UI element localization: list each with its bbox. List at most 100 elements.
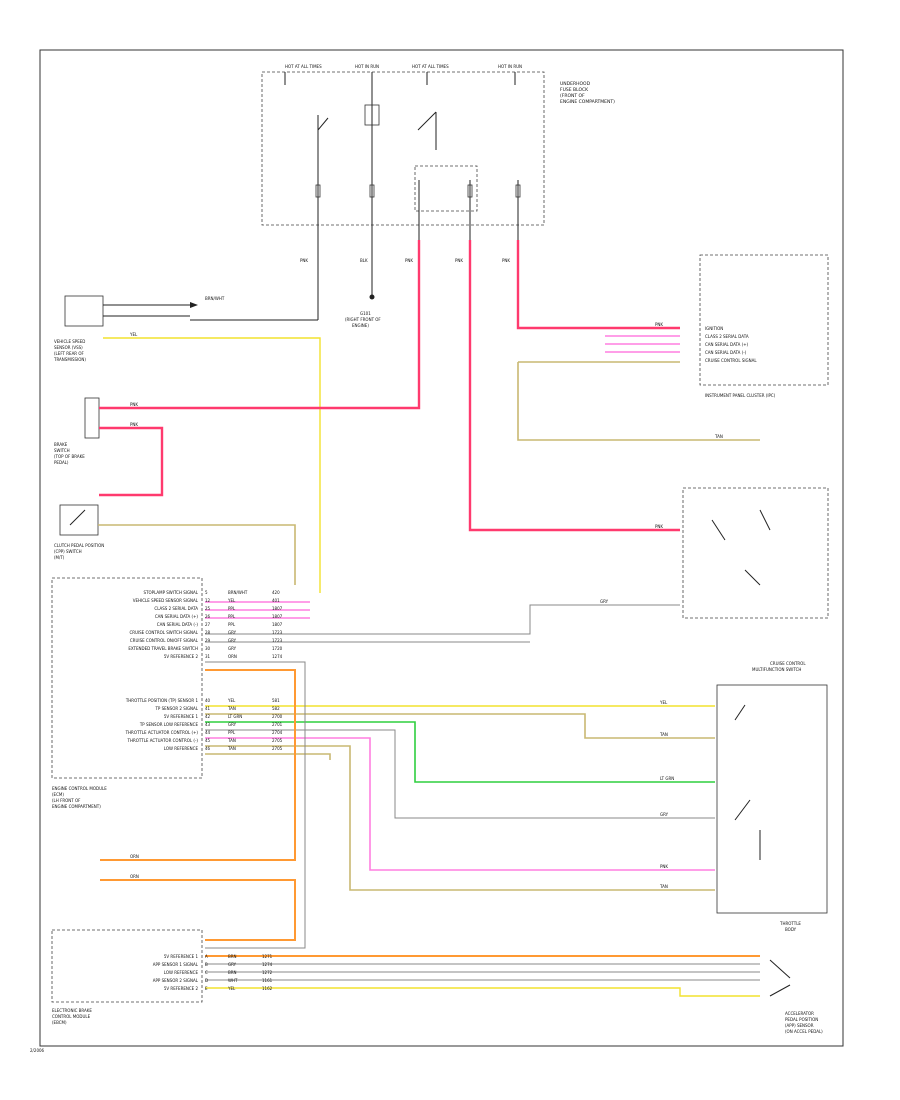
apps-pin-name: APP SENSOR 1 SIGNAL (153, 962, 199, 967)
ecm-pin-name: THROTTLE ACTUATOR CONTROL (-) (127, 738, 199, 743)
apps-pin-number: B (205, 962, 208, 967)
ecm-pin-name: TP SENSOR LOW REFERENCE (139, 722, 199, 727)
vss-label-4: TRANSMISSION) (53, 357, 86, 362)
ecm-pin-color: LT GRN (228, 714, 242, 719)
ecm-pin-name: VEHICLE SPEED SENSOR SIGNAL (133, 598, 199, 603)
svg-text:TAN: TAN (659, 884, 668, 889)
underhood-label-2: FUSE BLOCK (560, 87, 589, 93)
brake-label-1: BRAKE (54, 442, 68, 447)
ecm-pin-name: EXTENDED TRAVEL BRAKE SWITCH (128, 646, 198, 651)
ecm-pin-color: GRY (228, 722, 237, 727)
ipc-pin-name: CAN SERIAL DATA (+) (705, 342, 749, 347)
accel-label-1: ACCELERATOR (785, 1011, 814, 1016)
cruise-control-switch: CRUISE CONTROL MULTIFUNCTION SWITCH (682, 487, 829, 672)
ecm-pin-circuit: 1807 (272, 606, 283, 611)
ecm-pin-name: CRUISE CONTROL ON/OFF SIGNAL (130, 638, 199, 643)
ebcm-label-3: (EBCM) (52, 1020, 67, 1025)
ecm-pin-name: THROTTLE POSITION (TP) SENSOR 1 (125, 698, 199, 703)
underhood-label-3: (FRONT OF (560, 93, 585, 99)
brake-label-3: (TOP OF BRAKE (54, 454, 85, 459)
svg-text:TAN: TAN (659, 732, 668, 737)
vss-label-3: (LEFT REAR OF (54, 351, 85, 356)
cruise-label-1: CRUISE CONTROL (770, 661, 806, 666)
ecm-pin-circuit: 2705 (272, 738, 283, 743)
ecm-pin-number: 45 (205, 738, 211, 743)
ecm-pin-circuit: 420 (272, 590, 280, 595)
ecm-pin-name: LOW REFERENCE (164, 746, 199, 751)
ipc-pin-name: IGNITION (705, 326, 723, 331)
apps-pin-name: 5V REFERENCE 2 (164, 986, 199, 991)
diagram-frame (39, 49, 844, 1047)
ecm-pin-color: TAN (227, 706, 236, 711)
ipc-pin-name: CRUISE CONTROL SIGNAL (705, 358, 757, 363)
apps-pin-color: GRY (228, 962, 237, 967)
ecm-pin-number: 5 (205, 590, 208, 595)
ecm-pin-color: GRY (228, 646, 237, 651)
ecm-pin-number: 26 (205, 614, 211, 619)
svg-text:GRY: GRY (660, 812, 669, 817)
vehicle-speed-sensor: BRN/WHT VEHICLE SPEED SENSOR (VSS) (LEFT… (53, 240, 319, 362)
ecm-pin-color: TAN (227, 746, 236, 751)
ecm-pin-number: 31 (205, 654, 211, 659)
svg-text:PNK: PNK (655, 524, 663, 529)
svg-text:ORN: ORN (130, 874, 139, 879)
ecm-pin-name: CAN SERIAL DATA (-) (157, 622, 199, 627)
svg-text:BRN/WHT: BRN/WHT (205, 296, 225, 301)
fuse-label-1: HOT AT ALL TIMES (285, 64, 322, 69)
ecm-pin-circuit: 1807 (272, 614, 283, 619)
ecm-pin-name: TP SENSOR 2 SIGNAL (154, 706, 198, 711)
brake-label-4: PEDAL) (54, 460, 69, 465)
ecm-pin-circuit: 2705 (272, 746, 283, 751)
ecm-pin-circuit: 582 (272, 706, 280, 711)
ecm-pin-name: 5V REFERENCE 1 (164, 714, 199, 719)
ecm-pin-circuit: 2700 (272, 714, 283, 719)
brake-switch: BRAKE SWITCH (TOP OF BRAKE PEDAL) (54, 397, 100, 465)
svg-text:PNK: PNK (502, 258, 510, 263)
svg-text:PNK: PNK (130, 402, 138, 407)
clutch-label-1: CLUTCH PEDAL POSITION (54, 543, 104, 548)
apps-pin-color: BRN (228, 954, 237, 959)
svg-text:YEL: YEL (129, 332, 138, 337)
ecm-pin-circuit: 1720 (272, 646, 283, 651)
ecm-pin-circuit: 1723 (272, 630, 283, 635)
wire-color-labels: PNK PNK BLK PNK PNK PNK PNK YEL PNK PNK … (129, 258, 723, 889)
underhood-label-1: UNDERHOOD (560, 81, 591, 87)
instrument-panel-cluster: INSTRUMENT PANEL CLUSTER (IPC) IGNITIONC… (699, 254, 829, 398)
apps-pin-circuit: 1272 (262, 970, 273, 975)
clutch-pedal-switch: CLUTCH PEDAL POSITION (CPP) SWITCH (M/T) (54, 504, 104, 560)
svg-text:GRY: GRY (600, 599, 609, 604)
svg-text:PNK: PNK (455, 258, 463, 263)
ecm-pin-color: PPL (228, 606, 236, 611)
accel-label-4: (ON ACCEL PEDAL) (785, 1029, 823, 1034)
ecm-label-1: ENGINE CONTROL MODULE (52, 786, 107, 791)
svg-text:BLK: BLK (360, 258, 368, 263)
ecm-pin-color: TAN (227, 738, 236, 743)
ipc-pin-name: CLASS 2 SERIAL DATA (705, 334, 749, 339)
ipc-pin-name: CAN SERIAL DATA (-) (705, 350, 747, 355)
ecm-pin-number: 25 (205, 606, 211, 611)
ecm-pin-number: 41 (205, 706, 211, 711)
ecm-pin-number: 46 (205, 746, 211, 751)
ecm-label-2: (ECM) (52, 792, 64, 797)
svg-text:TAN: TAN (714, 434, 723, 439)
ecm-pin-name: THROTTLE ACTUATOR CONTROL (+) (125, 730, 199, 735)
ecm-pin-number: 27 (205, 622, 211, 627)
engine-control-module: ENGINE CONTROL MODULE (ECM) (LH FRONT OF… (51, 577, 283, 1025)
clutch-label-2: (CPP) SWITCH (54, 549, 82, 554)
vss-label-2: SENSOR (VSS) (54, 345, 83, 350)
ecm-pin-name: CAN SERIAL DATA (+) (155, 614, 199, 619)
ecm-label-4: ENGINE COMPARTMENT) (52, 804, 101, 809)
ecm-pin-name: CRUISE CONTROL SWITCH SIGNAL (129, 630, 198, 635)
apps-pin-circuit: 1271 (262, 954, 273, 959)
ecm-pin-name: STOPLAMP SWITCH SIGNAL (144, 590, 199, 595)
accelerator-pedal-sensor: ACCELERATOR PEDAL POSITION (APP) SENSOR … (769, 959, 823, 1034)
ecm-pin-circuit: 1723 (272, 638, 283, 643)
apps-pin-circuit: 1274 (262, 962, 273, 967)
ecm-pin-circuit: 581 (272, 698, 280, 703)
page-number: 2/2006 (30, 1048, 45, 1053)
throttle-body: THROTTLE BODY (716, 684, 828, 932)
apps-pin-number: C (205, 970, 208, 975)
brake-label-2: SWITCH (54, 448, 70, 453)
svg-text:LT GRN: LT GRN (660, 776, 674, 781)
